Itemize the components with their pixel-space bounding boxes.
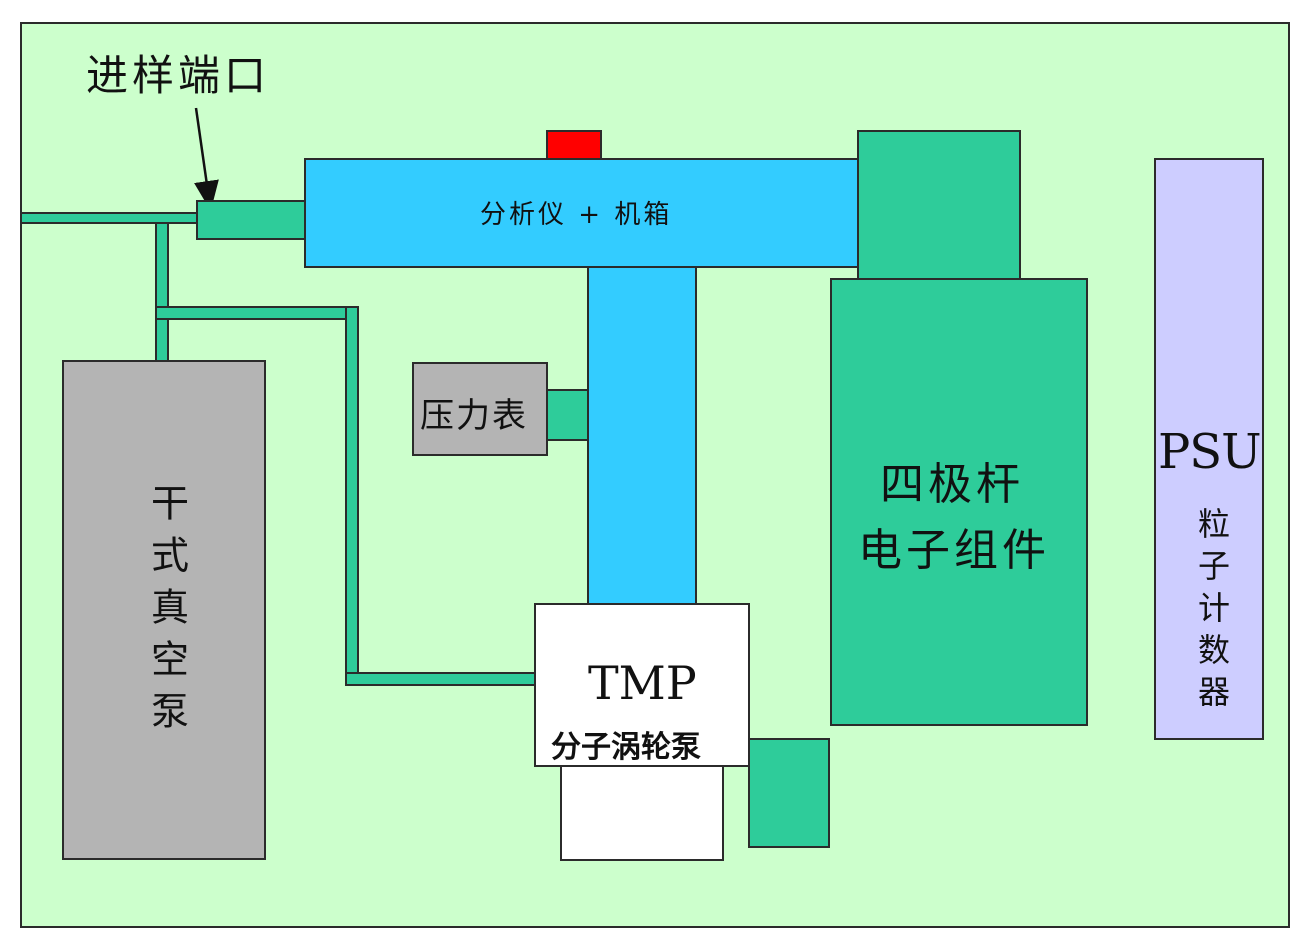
quadrupole-top-block	[857, 130, 1021, 280]
quadrupole-electronics	[830, 278, 1088, 726]
dry-vacuum-pump	[62, 360, 266, 860]
foreline-pipe-vertical	[345, 306, 359, 686]
tmp-pump-base	[560, 765, 724, 861]
inlet-port-label: 进样端口	[86, 51, 271, 100]
tmp-subtitle: 分子涡轮泵	[551, 730, 701, 765]
foreline-pipe-horizontal	[155, 306, 359, 320]
quadrupole-label-line1: 四极杆	[880, 459, 1024, 510]
analyzer-chassis-label: 分析仪 + 机箱	[480, 200, 673, 230]
foreline-pipe-to-tmp	[345, 672, 549, 686]
pressure-gauge-label: 压力表	[420, 396, 528, 436]
red-indicator	[546, 130, 602, 160]
quadrupole-label-line2: 电子组件	[858, 525, 1050, 576]
psu-title: PSU	[1158, 424, 1262, 480]
tmp-title: TMP	[588, 656, 697, 710]
particle-counter-label: 粒子计数器	[1193, 507, 1231, 717]
pressure-gauge-connector	[546, 389, 589, 441]
roughing-pipe-vertical	[155, 222, 169, 362]
tmp-controller	[748, 738, 830, 848]
inlet-pipe	[20, 212, 200, 224]
psu-particle-counter	[1154, 158, 1264, 740]
dry-pump-label: 干式真空泵	[144, 483, 189, 743]
tmp-pump-body	[534, 603, 750, 767]
inlet-connector	[196, 200, 308, 240]
analyzer-column	[587, 266, 697, 606]
